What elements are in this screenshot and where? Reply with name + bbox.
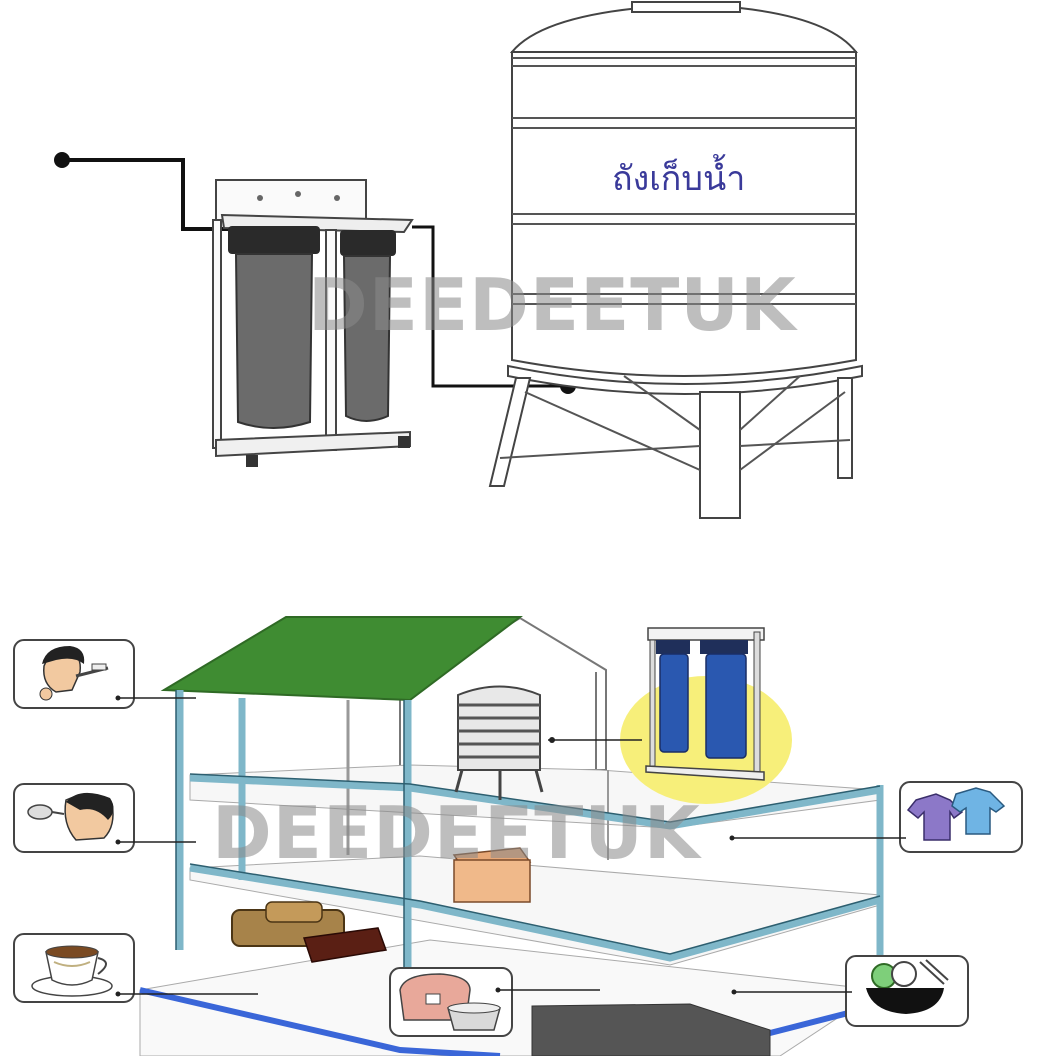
usage-coffee (13, 933, 258, 1003)
sofa (231, 901, 388, 963)
inlet-pipe (54, 152, 236, 231)
pipe-frame (176, 690, 884, 990)
ground-water-line (139, 987, 501, 1056)
filter-highlight (548, 627, 792, 804)
wash-face-icon (27, 792, 114, 841)
dish-washing-icon (866, 959, 949, 1014)
rice-cooker-icon (399, 973, 501, 1031)
usage-dish-washing (731, 955, 969, 1027)
watermark-bottom: DEEDEETUK (212, 791, 702, 875)
tank-label: ถังเก็บน้ำ (612, 154, 745, 199)
house (139, 616, 882, 1056)
house-roof (160, 616, 523, 702)
laundry-clothes-icon (906, 787, 1006, 841)
coffee-cup-icon (31, 945, 113, 997)
usage-wash-face (13, 783, 196, 853)
watermark-top: DEEDEETUK (308, 263, 798, 347)
usage-laundry (729, 781, 1023, 853)
usage-brush-teeth (13, 639, 196, 709)
twin-filter-housing (212, 179, 414, 467)
water-storage-tank: ถังเก็บน้ำ (488, 1, 863, 519)
usage-rice-cooker (389, 967, 600, 1037)
cardboard-box (452, 847, 532, 903)
attic-water-tank (454, 685, 544, 800)
brush-teeth-icon (39, 646, 109, 701)
